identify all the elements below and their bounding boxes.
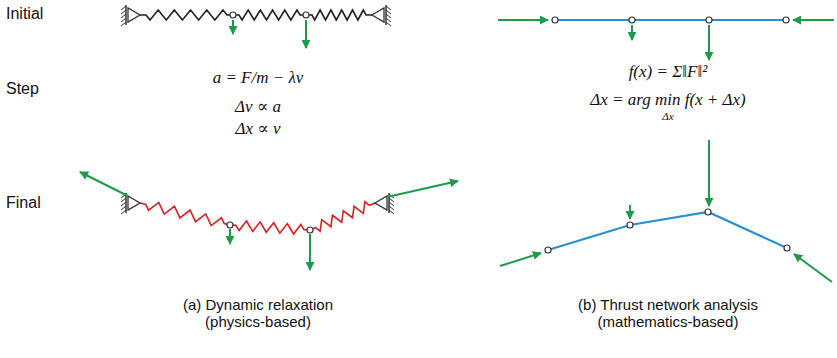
- joint: [627, 222, 633, 228]
- pin-support: [372, 5, 391, 26]
- pin-support: [121, 193, 140, 214]
- joint: [227, 222, 233, 228]
- formula: Δx = arg min f(x + Δx): [590, 90, 746, 110]
- spring: [140, 10, 233, 20]
- formula: Δx ∝ v: [235, 119, 280, 139]
- force-arrow: [387, 181, 458, 197]
- force-arrow: [309, 234, 311, 270]
- spring: [233, 10, 306, 20]
- force-arrow: [708, 25, 710, 60]
- thrust-line: [555, 19, 786, 21]
- force-arrow: [708, 140, 710, 206]
- formula: Δv ∝ a: [235, 97, 281, 117]
- joint: [783, 17, 789, 23]
- formula-subscript: Δx: [662, 110, 673, 123]
- row-label: Final: [6, 194, 41, 212]
- joint: [552, 17, 558, 23]
- force-arrow: [631, 25, 633, 40]
- force-arrow: [629, 205, 631, 219]
- force-arrow: [794, 254, 832, 282]
- joint: [303, 12, 309, 18]
- joint: [307, 227, 313, 233]
- spring: [140, 202, 230, 225]
- pin-support: [121, 5, 140, 26]
- spring: [310, 202, 375, 231]
- spring: [306, 10, 372, 20]
- formula: f(x) = Σ‖F‖²: [629, 62, 708, 82]
- joint: [629, 17, 635, 23]
- joint: [230, 12, 236, 18]
- force-arrow: [500, 253, 541, 266]
- row-label: Step: [6, 80, 39, 98]
- caption: (a) Dynamic relaxation (physics-based): [168, 296, 348, 331]
- force-arrow: [80, 172, 128, 196]
- joint: [545, 247, 551, 253]
- force-arrow: [305, 20, 307, 48]
- formula: a = F/m − λv: [213, 68, 304, 88]
- row-label: Initial: [6, 5, 43, 23]
- force-arrow: [793, 19, 834, 21]
- force-arrow: [229, 229, 231, 244]
- joint: [705, 209, 711, 215]
- spring: [230, 221, 310, 234]
- joint: [784, 245, 790, 251]
- force-arrow: [232, 20, 234, 34]
- caption: (b) Thrust network analysis (mathematics…: [561, 296, 776, 331]
- joint: [706, 17, 712, 23]
- force-arrow: [498, 19, 548, 21]
- thrust-line: [548, 212, 787, 250]
